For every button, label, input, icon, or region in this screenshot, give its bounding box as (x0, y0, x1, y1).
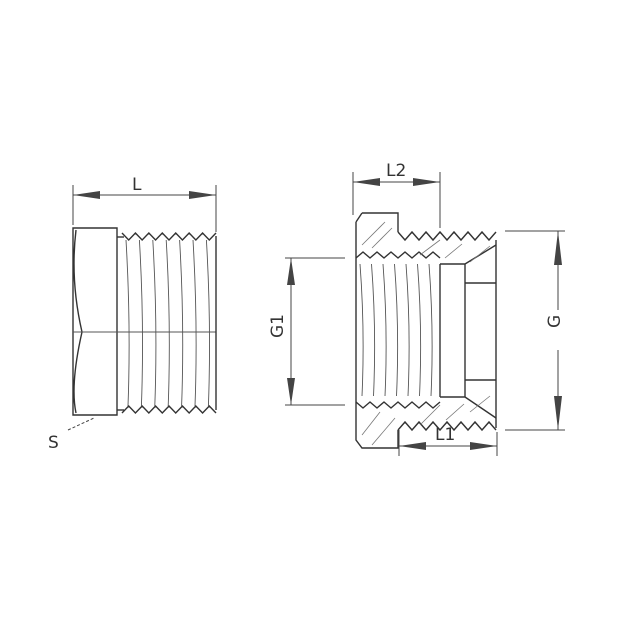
thread-crest-bottom (121, 404, 217, 415)
thread-crest-top (121, 231, 217, 242)
hatch-line (469, 395, 491, 413)
thread-line (138, 239, 143, 407)
dimension-L1: L1 (398, 425, 498, 456)
hatch-line (444, 243, 463, 259)
thread-line (417, 263, 422, 397)
leader-line (67, 417, 95, 431)
hatch-line (361, 221, 386, 246)
hatch-line (371, 417, 396, 446)
hatch-line (361, 411, 381, 436)
hatch-line (371, 227, 393, 249)
inner-bore (439, 244, 497, 419)
thread-line (192, 239, 197, 407)
label-L: L (132, 175, 142, 195)
arrowheads (554, 231, 562, 430)
dimension-G: G (505, 230, 565, 431)
thread-line (125, 239, 130, 407)
hatch-line (419, 239, 441, 256)
thread-root-bottom (355, 401, 441, 409)
thread-line (165, 239, 170, 407)
label-G1: G1 (268, 314, 288, 338)
external-thread (121, 231, 217, 415)
thread-crest-top (397, 230, 497, 242)
thread-line (428, 263, 433, 397)
thread-line (394, 263, 399, 397)
label-L2: L2 (386, 161, 406, 181)
external-thread (397, 230, 497, 432)
hex-head (72, 227, 118, 416)
dimension-G1: G1 (268, 257, 345, 406)
reducer-section-view (355, 212, 497, 449)
thread-line (205, 239, 210, 407)
thread-line (405, 263, 410, 397)
thread-root-top (355, 251, 441, 259)
dimension-S: S (48, 417, 95, 453)
thread-line (179, 239, 184, 407)
label-G: G (545, 315, 565, 328)
plug-side-view (72, 227, 217, 416)
dimension-L: L (72, 175, 217, 232)
thread-line (359, 263, 364, 397)
thread-crest-bottom (397, 420, 497, 432)
section-hatching (361, 221, 491, 446)
arrowheads (353, 178, 440, 186)
thread-line (152, 239, 157, 407)
hatch-line (445, 403, 465, 421)
hatch-line (419, 404, 441, 426)
label-L1: L1 (435, 425, 455, 445)
thread-line (382, 263, 387, 397)
arrowheads (399, 442, 497, 450)
label-S: S (48, 433, 59, 453)
internal-thread (355, 251, 441, 409)
thread-line (371, 263, 376, 397)
hatch-line (469, 245, 491, 263)
body-outline (355, 212, 399, 449)
dimension-L2: L2 (352, 161, 441, 228)
